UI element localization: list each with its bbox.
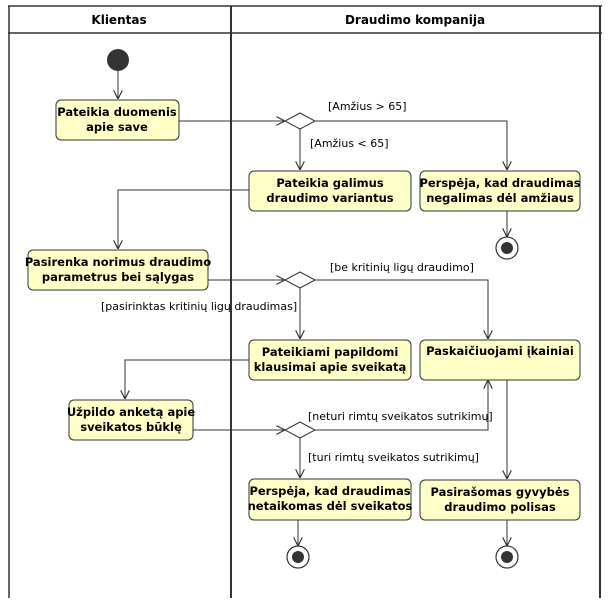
decision-critical-illness <box>283 271 317 289</box>
final-node-health <box>286 545 310 569</box>
action-provide-data-line1: Pateikia duomenis <box>57 105 177 119</box>
action-offer-options-line2: draudimo variantus <box>266 191 393 205</box>
action-sign-policy-line1: Pasirašomas gyvybės <box>430 485 569 499</box>
action-warn-age-line2: negalimas dėl amžiaus <box>426 191 574 205</box>
action-calc-fees-line1: Paskaičiuojami įkainiai <box>426 344 574 358</box>
edge-offer-to-choose <box>118 189 249 249</box>
final-node-age <box>495 236 519 260</box>
edge-questions-to-fill <box>125 359 249 399</box>
action-warn-health-line2: netaikomas dėl sveikatos <box>248 499 413 513</box>
action-sign-policy-line2: draudimo polisas <box>444 500 556 514</box>
edges <box>118 71 507 546</box>
decision-age <box>283 112 317 130</box>
initial-node <box>107 49 129 71</box>
action-fill-form-line1: Užpildo anketą apie <box>67 405 196 419</box>
guard-has-issues: [turi rimtų sveikatos sutrikimų] <box>308 451 479 464</box>
action-warn-age-line1: Perspėja, kad draudimas <box>419 176 580 190</box>
final-node-policy <box>495 545 519 569</box>
swimlane-frame <box>8 5 602 598</box>
action-choose-params-line2: parametrus bei sąlygas <box>42 270 194 284</box>
action-provide-data-line2: apie save <box>86 120 148 134</box>
guard-no-issues: [neturi rimtų sveikatos sutrikimų] <box>308 410 493 423</box>
guard-age-under: [Amžius < 65] <box>310 137 389 150</box>
edge-decision2-to-calc <box>315 279 488 339</box>
action-offer-options-line1: Pateikia galimus <box>276 176 384 190</box>
guard-with-critical: [pasirinktas kritinių ligų draudimas] <box>101 300 297 313</box>
edge-decision1-to-warn-age <box>315 120 507 170</box>
action-extra-questions-line1: Pateikiami papildomi <box>262 345 399 359</box>
guard-no-critical: [be kritinių ligų draudimo] <box>330 261 474 274</box>
lane-title-company: Draudimo kompanija <box>345 13 485 27</box>
edge-decision3-to-calc <box>315 380 488 431</box>
decision-health <box>283 421 317 439</box>
svg-text:Paskaičiuojami įkainiai: Paskaičiuojami įkainiai <box>426 344 574 358</box>
action-choose-params-line1: Pasirenka norimus draudimo <box>25 255 211 269</box>
guard-age-over: [Amžius > 65] <box>328 100 407 113</box>
action-fill-form-line2: sveikatos būklę <box>80 420 182 434</box>
lane-title-client: Klientas <box>91 13 146 27</box>
action-extra-questions-line2: klausimai apie sveikatą <box>254 360 407 374</box>
action-calc-fees: Paskaičiuojami įkainiai <box>419 339 581 381</box>
action-warn-health-line1: Perspėja, kad draudimas <box>249 484 410 498</box>
